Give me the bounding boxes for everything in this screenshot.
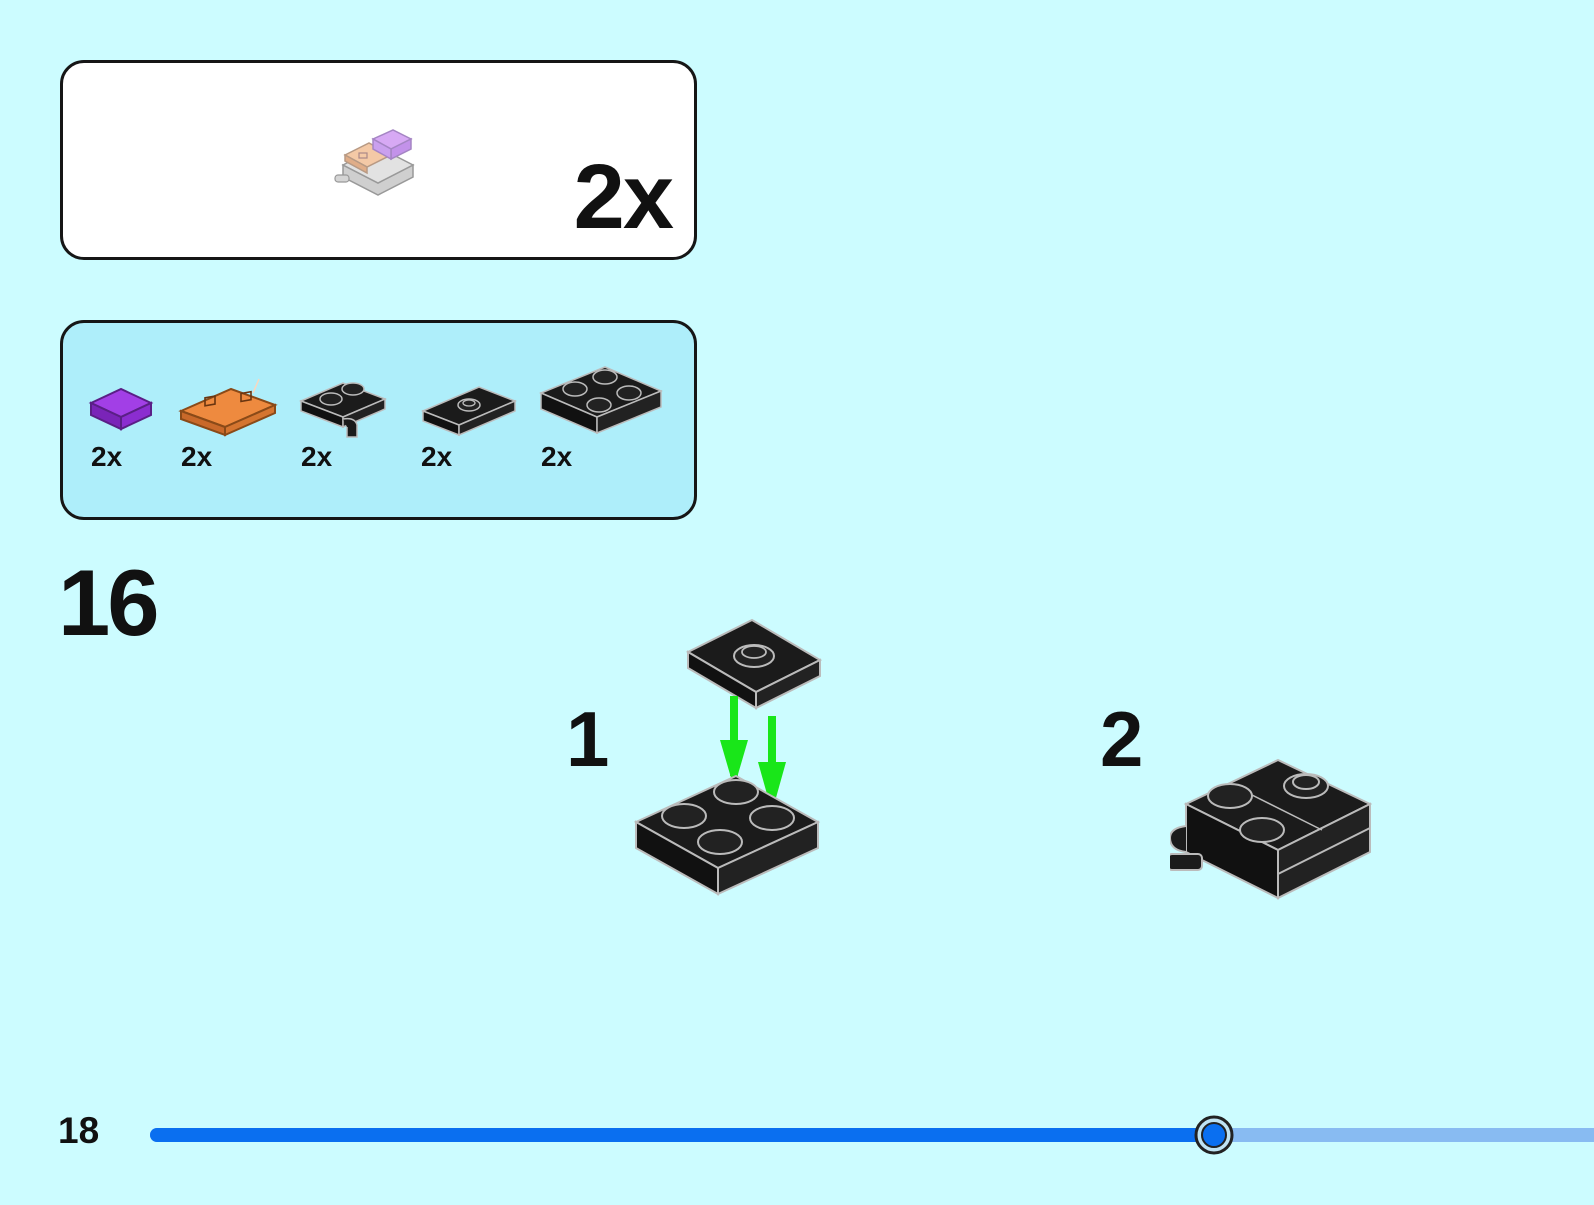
substep-2-illustration bbox=[1170, 758, 1373, 900]
progress-marker-icon bbox=[1194, 1115, 1234, 1155]
submodel-thumbnail bbox=[334, 129, 415, 196]
lavender-tile-icon bbox=[88, 387, 154, 431]
part-quantity: 2x bbox=[301, 441, 333, 472]
part-quantity: 2x bbox=[91, 441, 123, 472]
part-black-plate-2x2: 2x bbox=[513, 353, 663, 483]
part-quantity: 2x bbox=[181, 441, 213, 472]
substep-1-illustration bbox=[633, 618, 823, 896]
black-plate-2x2-icon bbox=[539, 366, 663, 435]
black-clip-plate-icon bbox=[299, 382, 387, 438]
parts-list: 2x 2x 2x 2x bbox=[60, 320, 697, 520]
progress-fill bbox=[150, 1128, 1215, 1142]
step-number: 16 bbox=[58, 550, 160, 655]
submodel-quantity: 2x bbox=[573, 146, 674, 248]
part-black-jumper-plate: 2x bbox=[393, 353, 523, 483]
part-black-clip-plate: 2x bbox=[273, 353, 403, 483]
progress-bar bbox=[150, 1115, 1594, 1155]
submodel-callout: 2x bbox=[60, 60, 697, 260]
part-quantity: 2x bbox=[541, 441, 573, 472]
substep-number-1: 1 bbox=[566, 695, 610, 783]
black-jumper-plate-icon bbox=[421, 386, 517, 437]
part-orange-tile: 2x bbox=[153, 353, 283, 483]
part-quantity: 2x bbox=[421, 441, 453, 472]
arrow-icon bbox=[720, 696, 786, 812]
substep-number-2: 2 bbox=[1100, 695, 1144, 783]
orange-tile-icon bbox=[178, 378, 278, 437]
page-number: 18 bbox=[58, 1110, 100, 1151]
part-lavender-tile: 2x bbox=[63, 353, 193, 483]
